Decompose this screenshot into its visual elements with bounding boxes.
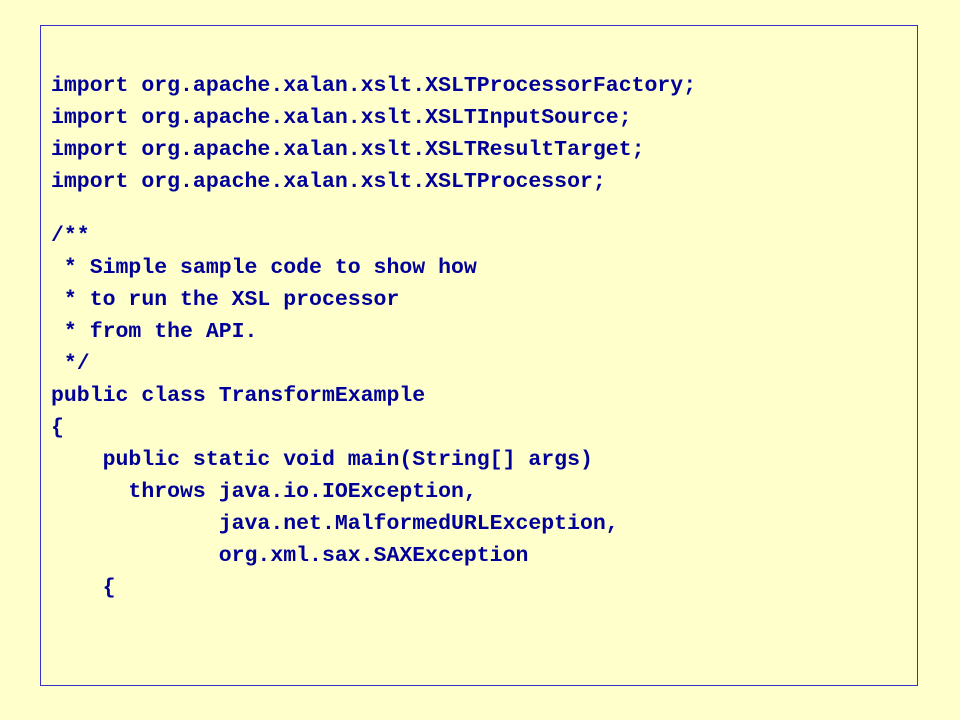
code-line-class-declaration: public class TransformExample	[51, 384, 426, 408]
code-blank-line	[51, 198, 696, 220]
code-line-import-2: import org.apache.xalan.xslt.XSLTInputSo…	[51, 106, 632, 130]
code-line-comment-1: * Simple sample code to show how	[51, 256, 477, 280]
code-line-main-signature: public static void main(String[] args)	[51, 448, 593, 472]
code-line-comment-close: */	[51, 352, 90, 376]
code-listing-box: import org.apache.xalan.xslt.XSLTProcess…	[40, 25, 918, 686]
code-line-comment-3: * from the API.	[51, 320, 258, 344]
code-line-comment-open: /**	[51, 224, 90, 248]
code-line-throws-1: throws java.io.IOException,	[51, 480, 477, 504]
code-line-throws-3: org.xml.sax.SAXException	[51, 544, 529, 568]
code-line-comment-2: * to run the XSL processor	[51, 288, 400, 312]
code-line-import-4: import org.apache.xalan.xslt.XSLTProcess…	[51, 170, 606, 194]
code-line-import-3: import org.apache.xalan.xslt.XSLTResultT…	[51, 138, 645, 162]
code-line-import-1: import org.apache.xalan.xslt.XSLTProcess…	[51, 74, 697, 98]
code-line-class-open-brace: {	[51, 416, 64, 440]
code-line-method-open-brace: {	[51, 576, 116, 600]
code-block: import org.apache.xalan.xslt.XSLTProcess…	[51, 70, 696, 604]
code-line-throws-2: java.net.MalformedURLException,	[51, 512, 619, 536]
